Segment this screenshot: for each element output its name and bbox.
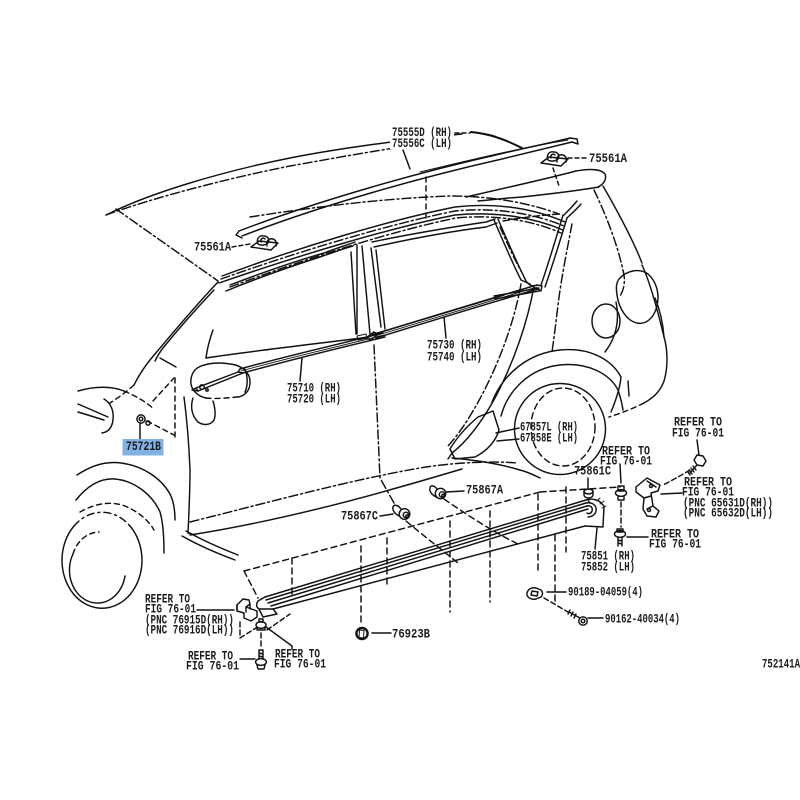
svg-text:(PNC 65631D(RH)): (PNC 65631D(RH))	[683, 495, 773, 510]
svg-text:(PNC 76916D(LH)): (PNC 76916D(LH))	[145, 622, 234, 637]
svg-text:FIG 76-01: FIG 76-01	[186, 658, 239, 673]
svg-text:(PNC 76915D(RH)): (PNC 76915D(RH))	[145, 612, 234, 627]
svg-text:REFER TO: REFER TO	[188, 648, 233, 663]
svg-text:75730 (RH): 75730 (RH)	[427, 337, 482, 352]
svg-text:67857L (RH): 67857L (RH)	[520, 419, 578, 434]
svg-text:75852 (LH): 75852 (LH)	[581, 559, 635, 574]
svg-text:FIG 76-01: FIG 76-01	[145, 601, 196, 616]
svg-text:FIG 76-01: FIG 76-01	[672, 425, 724, 440]
svg-text:75861C: 75861C	[574, 463, 611, 478]
svg-text:REFER TO: REFER TO	[674, 414, 722, 429]
svg-text:67858E (LH): 67858E (LH)	[520, 430, 578, 445]
svg-text:75561A: 75561A	[589, 151, 627, 166]
svg-text:75867C: 75867C	[341, 508, 378, 523]
svg-text:90189-04059(4): 90189-04059(4)	[568, 584, 643, 599]
svg-text:FIG 76-01: FIG 76-01	[600, 453, 652, 468]
svg-text:REFER TO: REFER TO	[275, 646, 320, 661]
svg-text:75721B: 75721B	[126, 439, 161, 454]
svg-text:(PNC 65632D(LH)): (PNC 65632D(LH))	[683, 505, 773, 520]
svg-text:FIG 76-01: FIG 76-01	[682, 484, 734, 499]
svg-text:REFER TO: REFER TO	[602, 443, 650, 458]
svg-text:75740 (LH): 75740 (LH)	[427, 349, 482, 364]
svg-text:75867A: 75867A	[466, 482, 503, 497]
svg-text:75556C (LH): 75556C (LH)	[392, 136, 452, 151]
svg-text:752141A: 752141A	[762, 656, 800, 671]
svg-text:REFER TO: REFER TO	[145, 591, 190, 606]
svg-text:75555D (RH): 75555D (RH)	[392, 125, 452, 140]
svg-text:90162-40034(4): 90162-40034(4)	[605, 611, 680, 626]
svg-text:FIG 76-01: FIG 76-01	[274, 656, 326, 671]
svg-text:REFER TO: REFER TO	[651, 526, 699, 541]
svg-text:REFER TO: REFER TO	[684, 474, 732, 489]
svg-text:76923B: 76923B	[392, 626, 430, 641]
svg-text:75561A: 75561A	[194, 239, 231, 254]
svg-text:FIG 76-01: FIG 76-01	[649, 536, 701, 551]
svg-text:75710 (RH): 75710 (RH)	[287, 380, 341, 395]
svg-text:75851 (RH): 75851 (RH)	[581, 548, 635, 563]
svg-text:75720 (LH): 75720 (LH)	[287, 391, 341, 406]
